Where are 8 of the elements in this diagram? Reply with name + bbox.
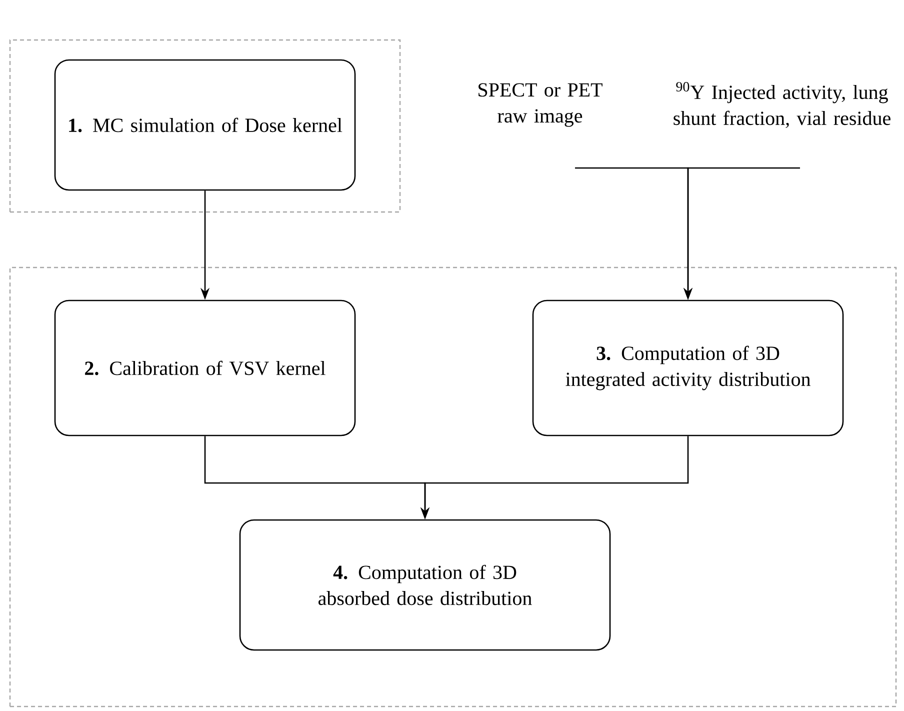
dashed-region	[9, 266, 897, 708]
process-box: 4. Computation of 3D absorbed dose distribution	[239, 519, 611, 651]
input-text: SPECT or PET raw image	[478, 83, 602, 127]
process-box: 2. Calibration of VSV kernel	[54, 300, 356, 436]
process-box: 3. Computation of 3D integrated activity distribution	[532, 300, 844, 436]
process-box: 1. MC simulation of Dose kernel	[54, 59, 356, 191]
dashed-region	[9, 39, 401, 213]
input-text: $^{90}$Y Injected activity, lung shunt fraction, vial residue	[674, 82, 890, 128]
